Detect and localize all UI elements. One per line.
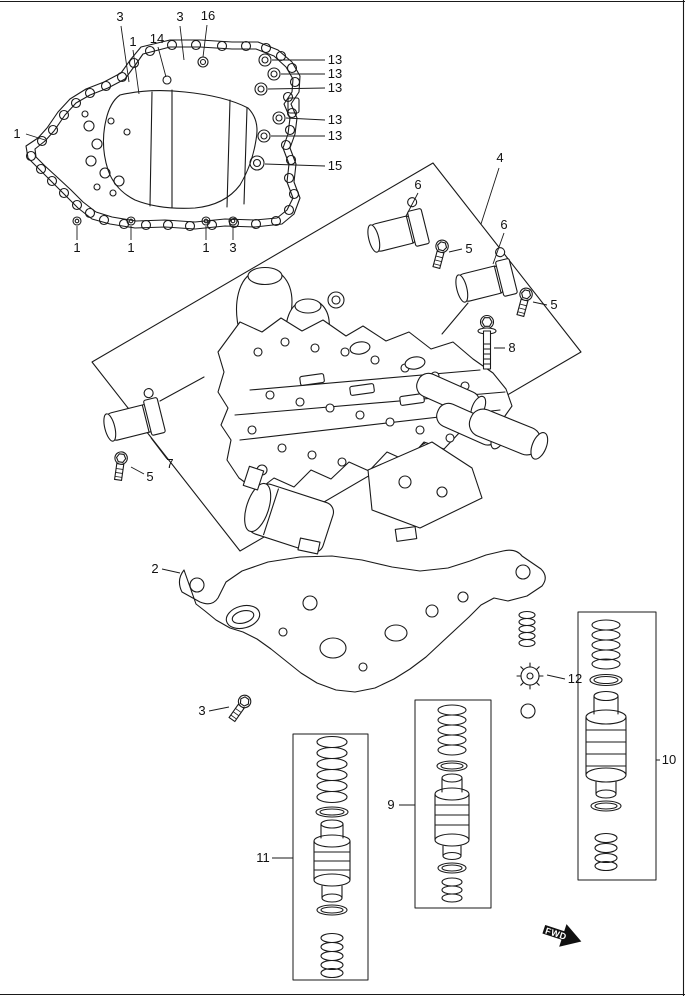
solenoid-drawing-a bbox=[367, 197, 430, 253]
callout-7: 7 bbox=[166, 456, 173, 471]
callout-13-4: 13 bbox=[328, 112, 342, 127]
callout-4: 4 bbox=[496, 150, 503, 165]
piston-icon bbox=[434, 773, 470, 861]
callout-5-b: 5 bbox=[550, 297, 557, 312]
group-box bbox=[414, 699, 492, 909]
callout-9: 9 bbox=[387, 797, 394, 812]
o-ring-icon bbox=[315, 806, 349, 818]
o-ring-icon bbox=[316, 904, 348, 916]
valve-body-ports bbox=[247, 337, 470, 476]
callout-1-bottom-c: 1 bbox=[202, 240, 209, 255]
assembly-boundary-frame bbox=[91, 162, 582, 552]
piston-icon bbox=[585, 690, 627, 799]
spring-icon bbox=[316, 735, 348, 804]
bolt-icon-5c bbox=[111, 450, 129, 482]
callout-1-left: 1 bbox=[13, 126, 20, 141]
check-ball-icon bbox=[520, 703, 536, 719]
callout-13-1: 13 bbox=[328, 52, 342, 67]
callout-12: 12 bbox=[568, 671, 582, 686]
callout-13-2: 13 bbox=[328, 66, 342, 81]
callout-5-c: 5 bbox=[146, 469, 153, 484]
bolt-icon-3 bbox=[226, 692, 254, 724]
transmission-case-drawing bbox=[25, 39, 301, 232]
callout-13-5: 13 bbox=[328, 128, 342, 143]
callout-leader-lines bbox=[25, 24, 660, 859]
callout-3-gasket-a: 3 bbox=[116, 9, 123, 24]
callout-16: 16 bbox=[201, 8, 215, 23]
callout-6-a: 6 bbox=[414, 177, 421, 192]
fwd-arrow-icon bbox=[542, 924, 582, 947]
o-ring-icon bbox=[436, 760, 468, 772]
callout-1-gasket-top: 1 bbox=[129, 34, 136, 49]
callout-3-bottom: 3 bbox=[229, 240, 236, 255]
accumulator-stack-9-drawing bbox=[414, 699, 492, 909]
fwd-label: FWD bbox=[544, 926, 568, 942]
callout-5-a: 5 bbox=[465, 241, 472, 256]
retainer-icon bbox=[516, 662, 544, 690]
spring-icon bbox=[591, 619, 621, 670]
valve-cylinder bbox=[468, 408, 549, 460]
callout-2: 2 bbox=[151, 561, 158, 576]
callout-15: 15 bbox=[328, 158, 342, 173]
pan-bolts bbox=[72, 216, 238, 226]
bolt-icon-5a bbox=[429, 238, 451, 270]
group-box bbox=[292, 733, 369, 981]
o-ring-icon bbox=[589, 673, 623, 687]
callout-10: 10 bbox=[662, 752, 676, 767]
callout-3-plate: 3 bbox=[198, 703, 205, 718]
callout-14: 14 bbox=[150, 31, 164, 46]
callout-11: 11 bbox=[256, 850, 270, 865]
spring-icon bbox=[320, 932, 344, 979]
separator-plate-drawing bbox=[178, 549, 546, 693]
solenoid-b-mount-line bbox=[441, 302, 469, 335]
accumulator-stack-10-drawing bbox=[577, 611, 657, 881]
callout-1-bottom-b: 1 bbox=[127, 240, 134, 255]
spring-icon bbox=[441, 877, 463, 903]
accumulator-stack-11-drawing bbox=[292, 733, 369, 981]
servo-cylinder bbox=[244, 482, 335, 554]
solenoid-drawing-c bbox=[103, 388, 166, 442]
callout-8: 8 bbox=[508, 340, 515, 355]
callout-3-gasket-b: 3 bbox=[176, 9, 183, 24]
spring-icon bbox=[437, 704, 467, 756]
callout-6-b: 6 bbox=[500, 217, 507, 232]
check-ball-seats bbox=[162, 53, 300, 171]
solenoid-drawing-b bbox=[455, 247, 518, 303]
fwd-direction-marker: FWD bbox=[542, 924, 582, 947]
callout-1-bottom-a: 1 bbox=[73, 240, 80, 255]
callout-labels: 3 1 14 3 16 13 13 13 13 13 15 1 1 1 1 3 … bbox=[13, 8, 676, 865]
spring-icon bbox=[594, 832, 618, 872]
o-ring-icon bbox=[437, 862, 467, 874]
valve-body-assembly-drawing bbox=[217, 266, 549, 555]
callout-13-3: 13 bbox=[328, 80, 342, 95]
spring-icon bbox=[518, 610, 536, 648]
accumulator-small-parts-drawing bbox=[516, 610, 544, 719]
bolt-icon-8 bbox=[477, 314, 497, 370]
piston-icon bbox=[313, 819, 351, 903]
solenoid-c-mount-line bbox=[159, 376, 205, 402]
group-box bbox=[577, 611, 657, 881]
o-ring-icon bbox=[590, 800, 622, 812]
case-bosses bbox=[81, 110, 131, 197]
